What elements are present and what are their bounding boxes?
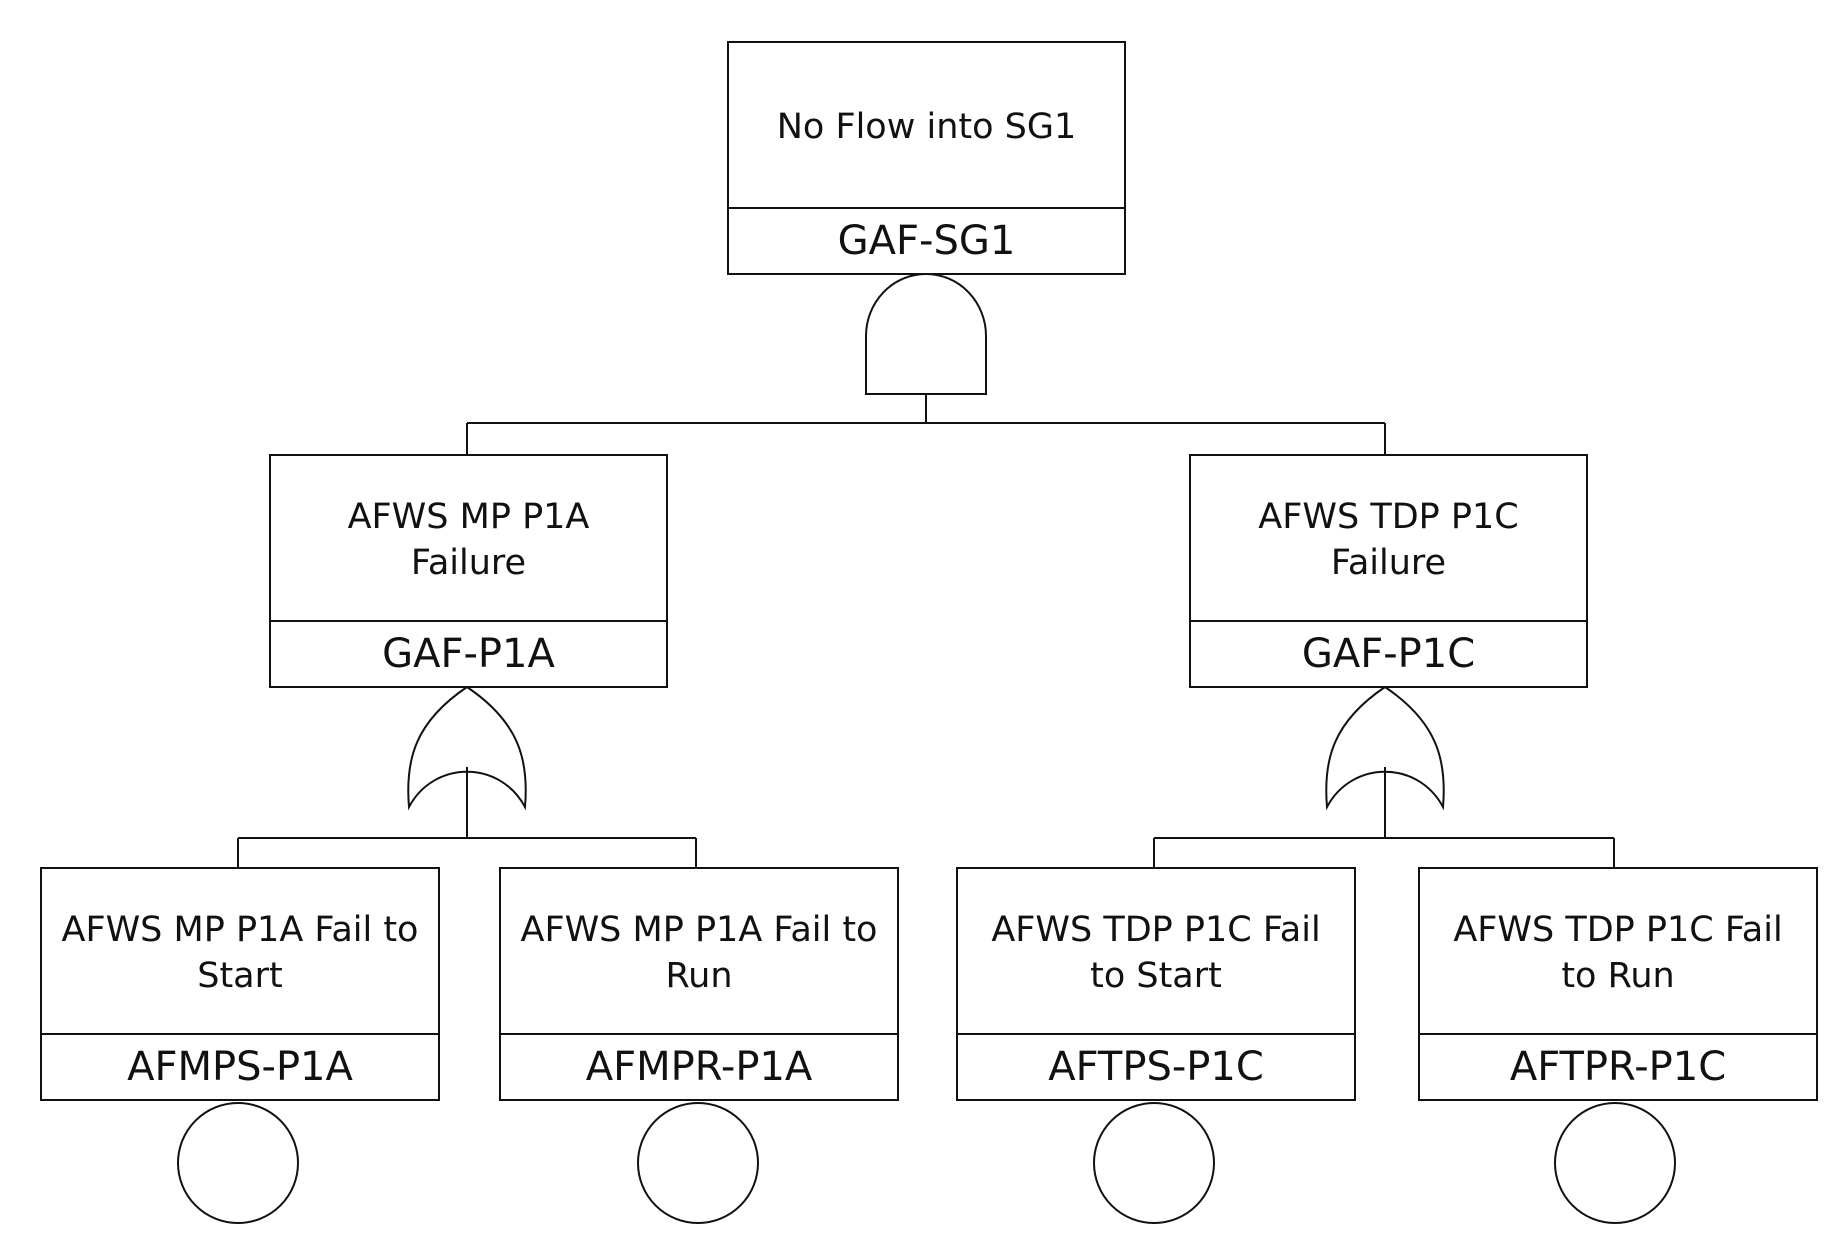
event-description: AFWS MP P1A Fail to Run — [520, 910, 878, 996]
event-description: AFWS TDP P1C Fail to Run — [1453, 910, 1783, 996]
basic-event-circle-aftps-p1c — [1093, 1102, 1215, 1224]
event-box-gaf-p1c: AFWS TDP P1C Failure GAF-P1C — [1189, 454, 1588, 688]
event-box-gaf-p1a: AFWS MP P1A Failure GAF-P1A — [269, 454, 668, 688]
basic-event-circle-aftpr-p1c — [1554, 1102, 1676, 1224]
event-box-afmpr-p1a: AFWS MP P1A Fail to Run AFMPR-P1A — [499, 867, 899, 1101]
event-description: AFWS MP P1A Fail to Start — [61, 910, 419, 996]
event-id: AFTPS-P1C — [958, 1033, 1354, 1099]
basic-event-circle-afmps-p1a — [177, 1102, 299, 1224]
event-box-gaf-sg1: No Flow into SG1 GAF-SG1 — [727, 41, 1126, 275]
event-id: GAF-P1C — [1191, 620, 1586, 686]
or-gate-symbol-p1c — [1325, 685, 1445, 811]
event-box-aftps-p1c: AFWS TDP P1C Fail to Start AFTPS-P1C — [956, 867, 1356, 1101]
and-gate-symbol — [865, 273, 987, 395]
event-description: No Flow into SG1 — [776, 107, 1077, 147]
event-id: AFTPR-P1C — [1420, 1033, 1816, 1099]
basic-event-circle-afmpr-p1a — [637, 1102, 759, 1224]
event-description: AFWS TDP P1C Fail to Start — [991, 910, 1321, 996]
or-gate-symbol-p1a — [407, 685, 527, 811]
event-description: AFWS TDP P1C Failure — [1258, 497, 1519, 583]
event-id: GAF-P1A — [271, 620, 666, 686]
event-description: AFWS MP P1A Failure — [347, 497, 590, 583]
event-box-afmps-p1a: AFWS MP P1A Fail to Start AFMPS-P1A — [40, 867, 440, 1101]
event-id: AFMPS-P1A — [42, 1033, 438, 1099]
event-id: AFMPR-P1A — [501, 1033, 897, 1099]
event-box-aftpr-p1c: AFWS TDP P1C Fail to Run AFTPR-P1C — [1418, 867, 1818, 1101]
event-id: GAF-SG1 — [729, 207, 1124, 273]
